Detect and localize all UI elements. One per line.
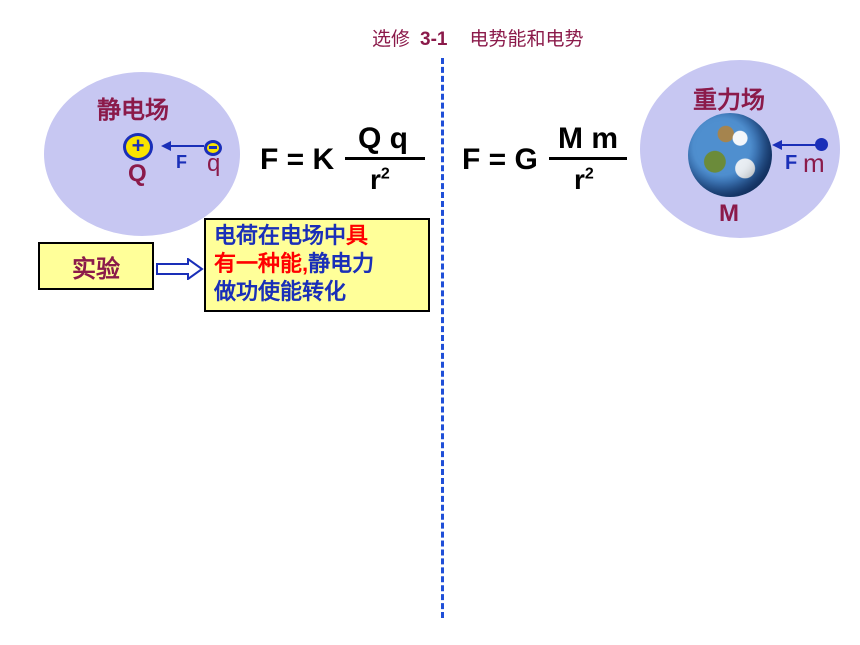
left-force-label: F (176, 152, 187, 172)
header-topic: 电势能和电势 (469, 29, 584, 50)
gravity-fraction-bar (549, 157, 627, 160)
description-line-1: 电荷在电场中具 (214, 223, 369, 248)
test-charge-label: q (207, 150, 221, 177)
earth-icon (688, 113, 772, 197)
coulomb-formula-numerator: Q q (358, 122, 408, 155)
gravity-formula-denominator: r2 (574, 164, 594, 195)
coulomb-formula-denominator: r2 (370, 164, 390, 195)
coulomb-fraction-bar (345, 157, 425, 160)
right-force-label: F (785, 152, 798, 174)
description-line-2: 有一种能,静电力 (214, 251, 375, 276)
header-prefix: 选修 (372, 29, 411, 50)
force-arrow-left-icon (161, 141, 171, 151)
hollow-arrow-right-icon (156, 258, 204, 280)
gravity-formula-numerator: M m (558, 122, 618, 155)
positive-charge-icon: + (123, 133, 153, 161)
description-line-3: 做功使能转化 (214, 279, 347, 304)
coulomb-formula-lhs: F = K (260, 143, 335, 176)
force-arrow-right-icon (772, 140, 782, 150)
gravity-field-title: 重力场 (693, 87, 765, 114)
negative-charge-icon (204, 140, 222, 156)
test-mass-icon (815, 138, 828, 151)
slide-header: 选修 3-1 电势能和电势 (372, 24, 584, 51)
force-arrow-left-line (170, 145, 204, 147)
source-charge-label: Q (128, 160, 147, 187)
experiment-button[interactable]: 实验 (38, 242, 154, 290)
description-box: 电荷在电场中具 有一种能,静电力 做功使能转化 (204, 218, 430, 312)
center-divider (441, 58, 444, 618)
gravity-formula-lhs: F = G (462, 143, 538, 176)
force-arrow-right-line (781, 144, 817, 146)
header-number: 3-1 (420, 29, 448, 50)
source-mass-label: M (719, 200, 739, 227)
test-mass-label: m (803, 148, 825, 178)
electrostatic-field-title: 静电场 (97, 97, 169, 124)
